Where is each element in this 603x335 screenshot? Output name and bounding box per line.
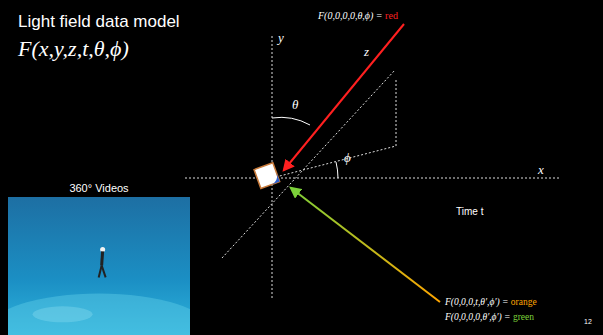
- angle-name: θ: [292, 97, 298, 113]
- ray-label: F(0,0,0,t,θ′,ϕ′) = orange: [445, 297, 537, 307]
- orange-green-ray: [291, 188, 440, 302]
- theta-arc: [272, 117, 310, 125]
- axis-lines: [185, 36, 560, 300]
- formula: F(x,y,z,t,θ,ϕ): [18, 36, 129, 62]
- angle-name: ϕ: [344, 150, 351, 166]
- panel-heading: 360° Videos: [8, 182, 190, 194]
- ray-label: F(0,0,0,0,θ′,ϕ′) = green: [445, 312, 534, 322]
- axis-name: z: [364, 44, 369, 60]
- axis-name: x: [538, 162, 544, 178]
- slide-title: Light field data model: [18, 12, 180, 32]
- axis-name: y: [278, 30, 284, 46]
- underwater-photo: [8, 197, 190, 335]
- axis-note: Time t: [456, 206, 483, 217]
- red-ray: [284, 24, 404, 170]
- camera-icon: [254, 163, 280, 189]
- page-number: 12: [584, 318, 592, 325]
- ray-label: F(0,0,0,0,θ,ϕ) = red: [318, 10, 398, 21]
- video-panel: 360° Videos: [8, 182, 190, 335]
- phi-arc: [336, 162, 338, 178]
